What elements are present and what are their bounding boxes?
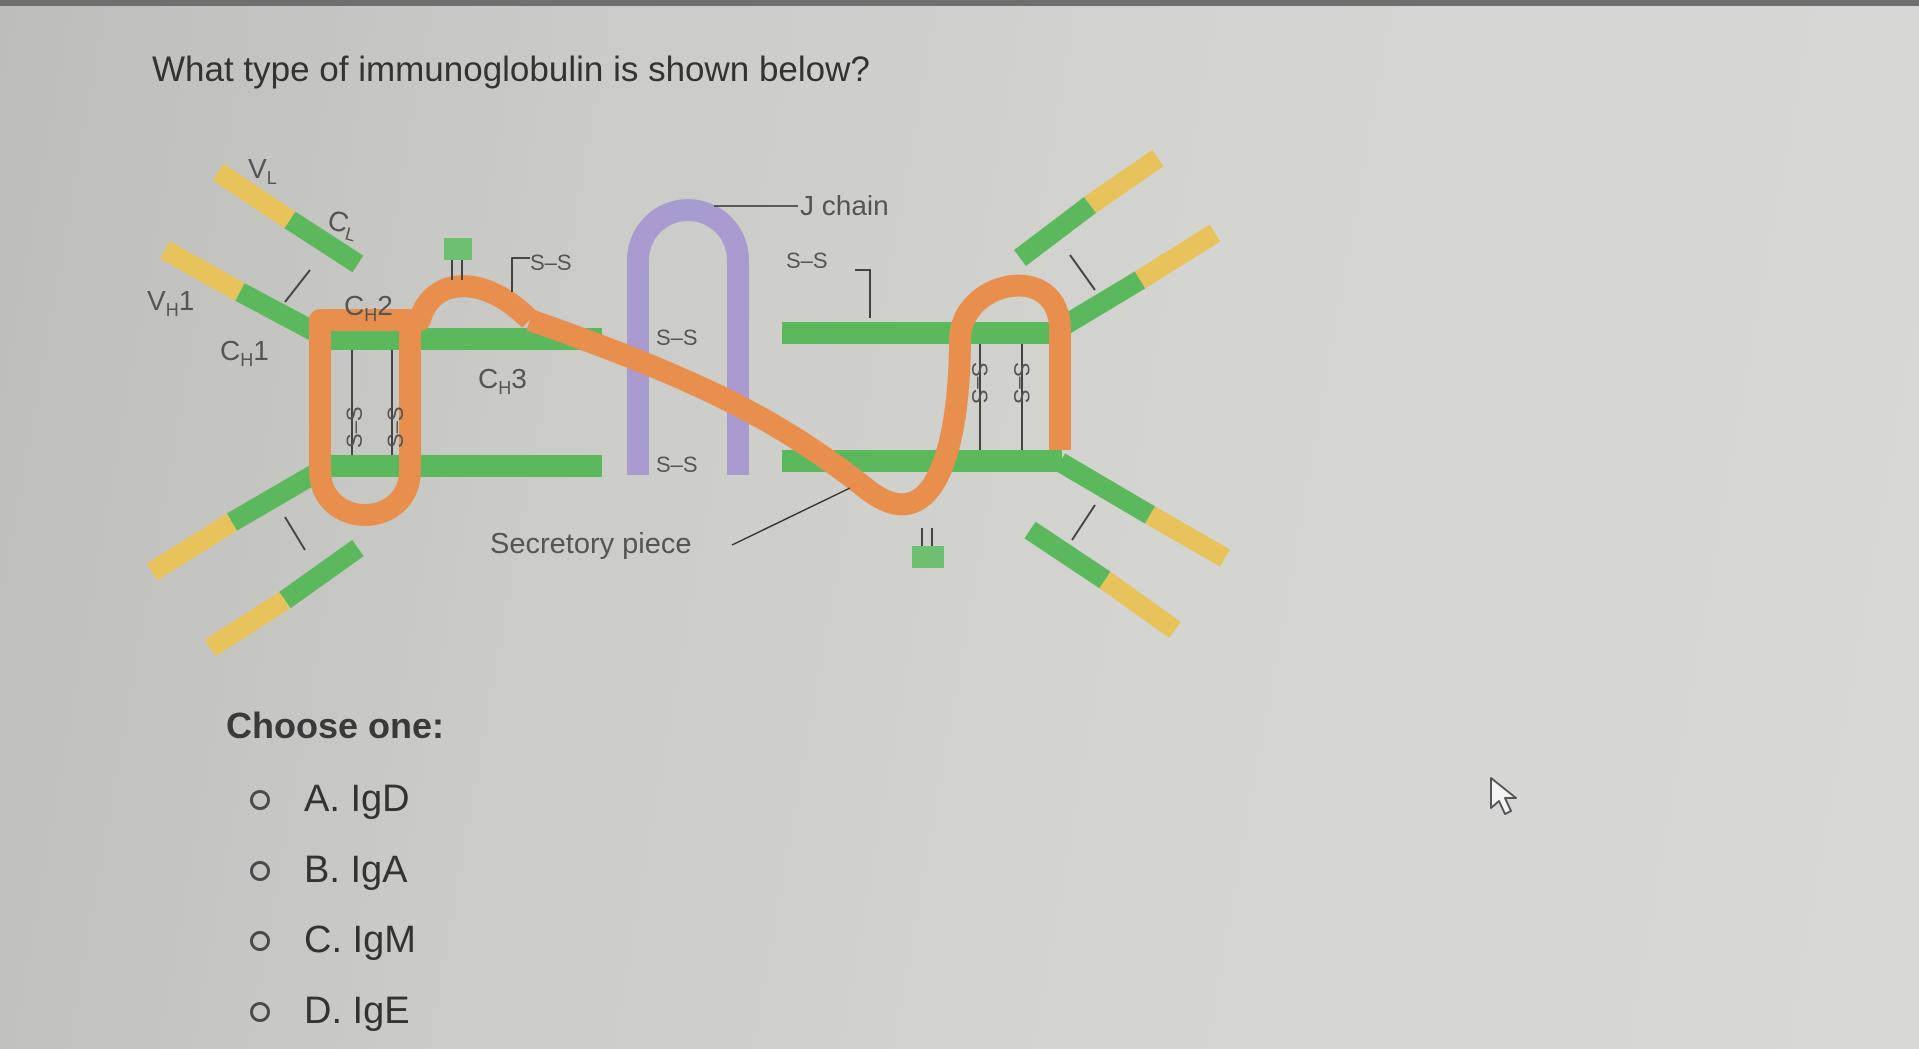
disulfide-label-right-v2: S–S: [1009, 362, 1034, 404]
radio-circle-icon[interactable]: [250, 930, 270, 951]
disulfide-label-right-top: S–S: [786, 248, 828, 273]
radio-circle-icon[interactable]: [250, 789, 270, 810]
disulfide-label-center-bottom: S–S: [656, 452, 698, 477]
label-j-chain: J chain: [800, 190, 889, 221]
j-chain: [627, 199, 749, 475]
option-d[interactable]: D. IgE: [250, 990, 410, 1033]
carbohydrate-right: [912, 528, 944, 568]
label-ch1: CH1: [220, 335, 269, 370]
disulfide-label-right-v1: S–S: [967, 362, 992, 404]
carbohydrate-left: [444, 238, 472, 280]
label-ch3: CH3: [478, 363, 527, 398]
label-vl: VL: [248, 153, 277, 188]
option-c[interactable]: C. IgM: [250, 919, 416, 962]
left-upper-arm-link: [284, 269, 311, 303]
right-upper-arm-link: [1069, 254, 1096, 291]
option-label: B. IgA: [304, 849, 408, 891]
right-lower-heavy-chain: [1054, 453, 1230, 567]
window-top-bar: [0, 0, 1919, 6]
option-label: D. IgE: [304, 990, 410, 1032]
left-upper-light-chain: [212, 163, 364, 273]
label-secretory-piece: Secretory piece: [490, 528, 692, 560]
label-vh1: VH1: [147, 285, 194, 320]
left-top-bracket: [511, 257, 530, 292]
left-lower-heavy-chain: [146, 456, 336, 581]
choose-one-label: Choose one:: [226, 705, 445, 746]
option-a[interactable]: A. IgD: [250, 778, 410, 821]
right-top-heavy-bar: [782, 322, 1062, 344]
left-lower-arm-link: [284, 516, 306, 551]
left-hinge-disulfide: [351, 350, 393, 455]
right-hinge-disulfide: [979, 344, 1023, 450]
radio-circle-icon[interactable]: [250, 1001, 270, 1022]
secretory-piece-leader: [731, 487, 851, 546]
option-b[interactable]: B. IgA: [250, 849, 408, 892]
left-bottom-heavy-bar: [330, 455, 602, 477]
option-label: A. IgD: [304, 778, 410, 820]
right-lower-light-chain: [1024, 521, 1181, 639]
disulfide-label-left-top: S–S: [530, 250, 572, 275]
label-ch2: CH2: [344, 290, 393, 325]
question-text: What type of immunoglobulin is shown bel…: [152, 50, 870, 89]
left-top-heavy-bar: [330, 328, 602, 350]
right-top-bracket: [855, 269, 871, 318]
disulfide-label-left-v1: S–S: [342, 406, 367, 448]
disulfide-label-center-top: S–S: [656, 325, 698, 350]
radio-circle-icon[interactable]: [250, 860, 270, 881]
left-lower-light-chain: [204, 539, 364, 657]
right-upper-heavy-chain: [1054, 224, 1221, 337]
disulfide-label-left-v2: S–S: [383, 406, 408, 448]
option-label: C. IgM: [304, 919, 416, 961]
right-upper-light-chain: [1013, 149, 1164, 266]
mouse-pointer-icon: [1490, 777, 1517, 815]
right-lower-arm-link: [1071, 504, 1096, 541]
secretory-piece: [309, 274, 1071, 526]
